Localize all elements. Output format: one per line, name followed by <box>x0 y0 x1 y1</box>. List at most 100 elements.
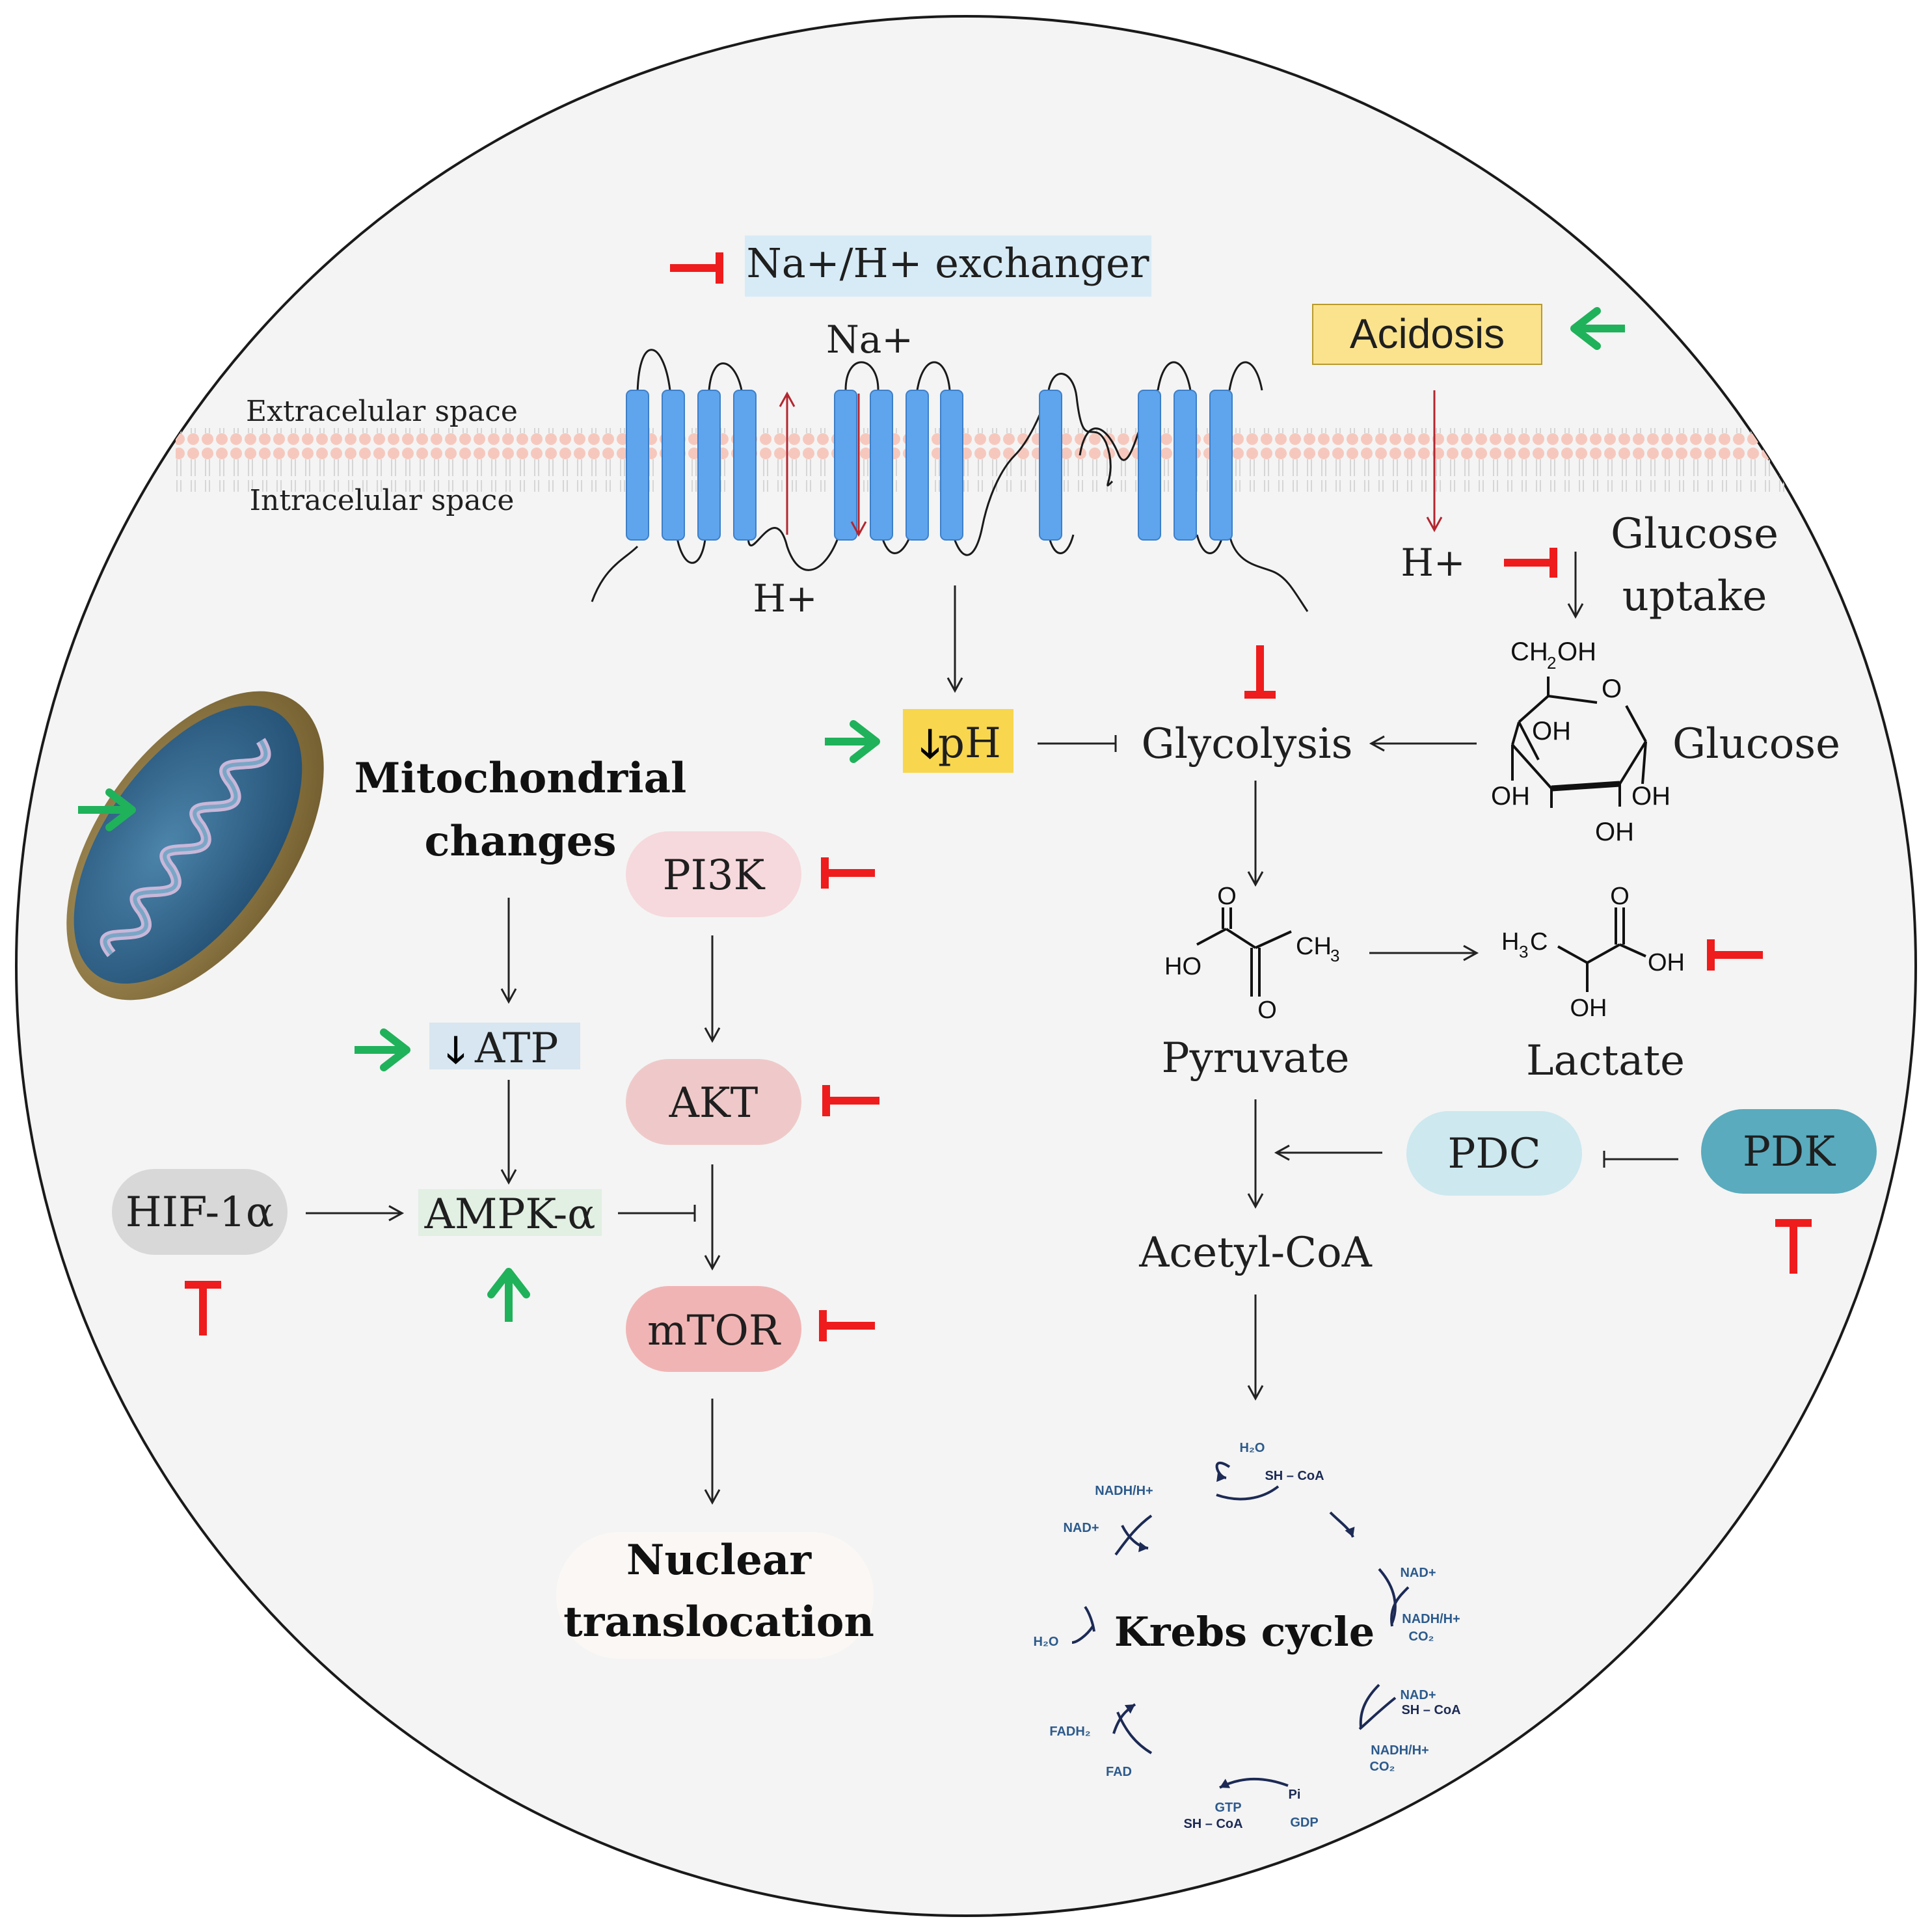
glucose-ring-o: O <box>1602 675 1622 703</box>
krebs-pi: Pi <box>1289 1788 1301 1802</box>
lactate-h3c-c: C <box>1530 928 1548 956</box>
mitochondrion-icon <box>66 691 324 1000</box>
lactate-inhibit-mark <box>1707 939 1763 971</box>
mtor-label: mTOR <box>647 1307 781 1355</box>
exchanger-inhibit-mark <box>670 252 723 284</box>
pyruvate-ho: HO <box>1164 953 1201 980</box>
glucose-oh-bottom: OH <box>1595 818 1634 846</box>
glucose-ch2oh: CH <box>1510 637 1548 666</box>
krebs-shcoa-top: SH – CoA <box>1265 1469 1324 1483</box>
lactate-h3c-sub: 3 <box>1519 942 1528 961</box>
mitochondrion-stimulate-mark <box>78 788 136 831</box>
ph-box <box>903 709 1013 773</box>
ampk-stimulate-mark <box>487 1268 530 1322</box>
krebs-h2o-top: H₂O <box>1240 1441 1265 1455</box>
atp-label: ATP <box>474 1025 558 1073</box>
pi3k-inhibit-mark <box>821 857 875 889</box>
krebs-shcoa-bottom: SH – CoA <box>1183 1817 1242 1831</box>
acetyl-coa-label: Acetyl-CoA <box>1138 1229 1372 1277</box>
lactate-o-top: O <box>1610 883 1630 910</box>
ph-stimulate-mark <box>825 720 880 763</box>
exchanger-title-box <box>745 235 1151 297</box>
h-label: H+ <box>753 576 817 621</box>
glucose-uptake-line1: Glucose <box>1611 510 1778 558</box>
extracellular-label: Extracelular space <box>246 395 518 428</box>
mtor-box <box>626 1286 801 1372</box>
mito-changes-line1: Mitochondrial <box>355 754 687 803</box>
ph-label: pH <box>938 719 1001 768</box>
krebs-nadh-r2: NADH/H+ <box>1371 1743 1429 1758</box>
nuclear-line2: translocation <box>563 1598 874 1646</box>
h-inhibit-mark <box>1504 548 1557 578</box>
krebs-fadh2: FADH₂ <box>1049 1724 1090 1739</box>
pdc-box <box>1406 1111 1582 1196</box>
glucose-oh-right: OH <box>1631 782 1670 811</box>
lactate-label: Lactate <box>1526 1037 1685 1085</box>
glucose-structure <box>1511 677 1647 808</box>
atp-box <box>429 1023 580 1069</box>
lactate-h3c-h: H <box>1501 928 1519 956</box>
glucose-ch2oh-sub: 2 <box>1547 653 1556 673</box>
pyruvate-o-top: O <box>1217 883 1237 910</box>
pdk-label: PDK <box>1743 1128 1836 1176</box>
krebs-co2-r2: CO₂ <box>1370 1760 1395 1774</box>
exchanger-title: Na+/H+ exchanger <box>746 239 1149 287</box>
krebs-nadh-left: NADH/H+ <box>1095 1484 1153 1498</box>
nuclear-box <box>556 1532 874 1659</box>
glucose-oh-upper: OH <box>1532 717 1571 745</box>
krebs-shcoa-r2: SH – CoA <box>1401 1703 1460 1717</box>
membrane-bilayer <box>176 428 1789 492</box>
cell-boundary <box>15 15 1917 1917</box>
akt-label: AKT <box>669 1079 758 1127</box>
acidosis-box <box>1312 304 1542 365</box>
krebs-co2-r1: CO₂ <box>1409 1630 1434 1644</box>
hif-inhibit-mark <box>185 1281 221 1335</box>
pyruvate-o-bottom: O <box>1257 997 1277 1024</box>
acidosis-h-label: H+ <box>1401 541 1465 585</box>
krebs-h2o-left: H₂O <box>1034 1635 1059 1649</box>
glucose-label: Glucose <box>1672 720 1840 768</box>
atp-down-arrow-icon: 🡓 <box>446 1029 465 1070</box>
akt-box <box>626 1059 801 1145</box>
lactate-oh-bottom: OH <box>1570 995 1607 1022</box>
lactate-structure <box>1557 907 1646 992</box>
krebs-nadh-r1: NADH/H+ <box>1402 1612 1460 1626</box>
krebs-cycle: Krebs cycle H₂O SH – CoA NADH/H+ NAD+ NA… <box>1034 1441 1461 1831</box>
pyruvate-label: Pyruvate <box>1162 1034 1350 1082</box>
hif-label: HIF-1α <box>126 1188 274 1237</box>
krebs-gtp: GTP <box>1214 1801 1241 1815</box>
krebs-label: Krebs cycle <box>1114 1608 1375 1656</box>
pyruvate-ch3: CH <box>1296 933 1332 960</box>
glucose-oh-left: OH <box>1491 782 1530 811</box>
intracellular-label: Intracelular space <box>250 484 515 517</box>
acidosis-stimulate-mark <box>1570 307 1625 350</box>
pi3k-box <box>626 831 801 917</box>
nuclear-line1: Nuclear <box>626 1536 812 1585</box>
acidosis-label: Acidosis <box>1350 310 1505 357</box>
ph-down-arrow-icon: 🡓 <box>920 722 940 766</box>
krebs-nad-left: NAD+ <box>1063 1521 1099 1535</box>
ampk-box <box>418 1189 602 1236</box>
lactate-oh-right: OH <box>1648 949 1685 976</box>
glycolysis-inhibit-mark <box>1244 645 1276 699</box>
glucose-uptake-line2: uptake <box>1622 572 1767 621</box>
glucose-ch2oh-tail: OH <box>1557 637 1596 666</box>
pyruvate-structure <box>1196 907 1292 997</box>
pdc-label: PDC <box>1447 1130 1540 1178</box>
akt-inhibit-mark <box>822 1085 879 1116</box>
mito-changes-line2: changes <box>425 817 617 866</box>
pi3k-label: PI3K <box>663 852 766 900</box>
glycolysis-label: Glycolysis <box>1142 720 1353 768</box>
krebs-gdp: GDP <box>1290 1816 1318 1830</box>
pdk-box <box>1701 1109 1877 1194</box>
krebs-fad: FAD <box>1106 1765 1132 1779</box>
krebs-nad-r1: NAD+ <box>1400 1566 1436 1580</box>
ampk-label: AMPK-α <box>424 1190 596 1239</box>
na-label: Na+ <box>826 317 913 362</box>
na-h-exchanger-protein <box>591 349 1309 612</box>
atp-stimulate-mark <box>355 1028 410 1071</box>
hif-box <box>112 1169 288 1255</box>
pyruvate-ch3-sub: 3 <box>1330 946 1339 965</box>
mtor-inhibit-mark <box>819 1310 875 1341</box>
